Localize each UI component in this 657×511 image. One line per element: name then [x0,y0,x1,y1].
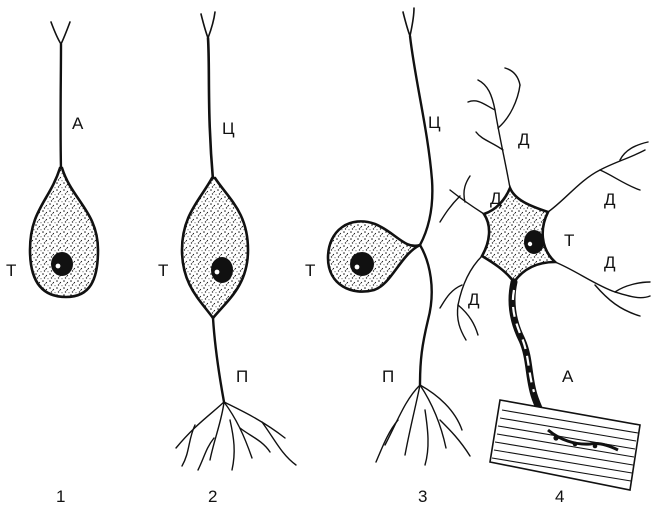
neuron-3-nucleolus [355,265,360,270]
label-n4-axon: А [562,367,574,386]
label-n4-dendrite-right-top: Д [604,190,616,209]
neuron-4-nucleolus [528,242,532,246]
label-n1-axon: А [72,114,84,133]
label-n2-peripheral: П [236,367,248,386]
neuron-1-nucleus [51,252,73,276]
neuron-3-central-process [410,36,432,245]
neuron-2-bipolar [176,12,296,470]
label-n4-dendrite-left-bottom: Д [468,290,480,309]
neuron-2-central-process [208,38,213,180]
neuron-3-central-fork [403,8,414,36]
label-n1-body: Т [6,261,16,280]
neuron-3-nucleus [350,252,374,276]
figure-number-1: 1 [56,487,65,506]
neuron-1-axon-fork [51,22,70,44]
neuron-4-multipolar [440,68,650,490]
neuron-2-nucleolus [215,270,220,275]
label-n2-body: Т [158,261,168,280]
figure-number-3: 3 [418,487,427,506]
neuron-4-muscle-fiber [490,400,640,490]
neuron-2-nucleus [211,257,233,283]
neuron-1-nucleolus [56,264,61,269]
label-n3-central: Ц [428,113,441,132]
neuron-3-body [328,221,420,291]
neuron-1-unipolar [30,22,98,297]
neuron-3-pseudounipolar [328,8,470,465]
label-n4-dendrite-right-bottom: Д [604,253,616,272]
label-n4-dendrite-top: Д [518,130,530,149]
neuron-3-peripheral-process [420,245,432,385]
label-n3-peripheral: П [382,367,394,386]
label-n3-body: Т [305,261,315,280]
figure-number-2: 2 [208,487,217,506]
neuron-1-body [30,168,98,297]
label-n4-dendrite-left: Д [490,189,502,208]
neuron-2-body [182,178,248,318]
neuron-2-peripheral-process [213,318,224,402]
neuron-4-nucleus [524,230,544,254]
neuron-3-terminal-branches [376,385,470,465]
neuron-4-myelin-sheath [513,290,534,392]
label-n4-body: Т [564,231,574,250]
neuron-2-central-fork [201,12,215,38]
label-n2-central: Ц [222,119,235,138]
neuron-2-terminal-branches [176,402,296,470]
figure-number-4: 4 [555,487,564,506]
